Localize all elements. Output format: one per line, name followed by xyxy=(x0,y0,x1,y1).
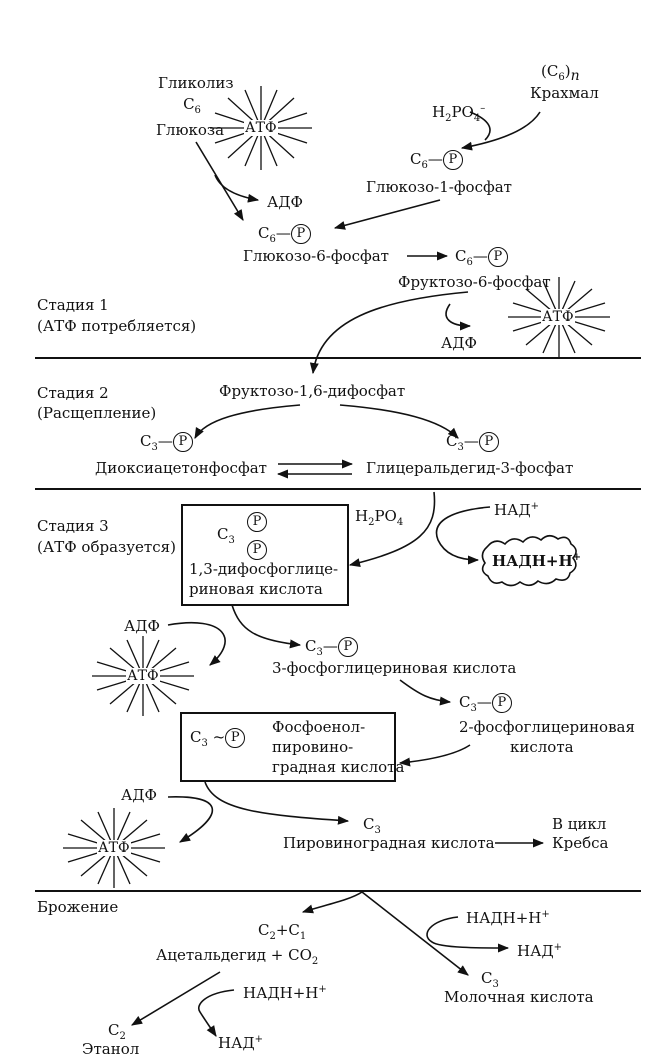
arrow-atp-adp-2 xyxy=(445,303,472,331)
g1p-formula: C6—P xyxy=(410,150,463,175)
phosphate-circle: P xyxy=(487,247,508,267)
arrow-glucose-g6p xyxy=(195,141,244,221)
adp-label-3: АДФ xyxy=(124,617,161,635)
adp-label-2: АДФ xyxy=(441,334,478,352)
phosphate-circle: P xyxy=(442,150,463,170)
arrow-3pg-2pg xyxy=(399,679,452,706)
arrow-adp-atp-1 xyxy=(167,621,226,666)
arrow-bpg-3pg xyxy=(231,604,302,649)
krebs-line2: Кребса xyxy=(552,834,609,852)
arrow-adp-atp-2 xyxy=(167,796,214,843)
adp-label-1: АДФ xyxy=(267,193,304,211)
phosphate-circle: P xyxy=(337,637,358,657)
dhap-formula: C3—P xyxy=(140,432,193,457)
arrow-g1p-g6p xyxy=(333,199,441,230)
phosphate-circle: P xyxy=(491,693,512,713)
phosphate-circle: P xyxy=(247,512,267,532)
lactic-label: Молочная кислота xyxy=(444,988,594,1006)
arrow-nadh-nad-2 xyxy=(198,989,235,1037)
adp-label-4: АДФ xyxy=(121,786,158,804)
f6p-label: Фруктозо-6-фосфат xyxy=(398,273,551,291)
arrow-atp-adp-1 xyxy=(214,174,260,203)
pg3-formula: C3—P xyxy=(305,637,358,662)
pep-line3: градная кислота xyxy=(272,758,405,776)
pg2-formula: C3—P xyxy=(459,693,512,718)
g1p-label: Глюкозо-1-фосфат xyxy=(366,178,512,196)
bpg-line2: риновая кислота xyxy=(189,580,323,598)
dhap-label: Диоксиацетонфосфат xyxy=(95,459,267,477)
pyruvate-label: Пировиноградная кислота xyxy=(283,834,495,852)
pyruvate-c3: C3 xyxy=(363,815,381,836)
nad-label-2: НАД+ xyxy=(517,942,563,960)
nadh-label-cloud: НАДН+Н+ xyxy=(492,552,582,570)
bpg-line1: 1,3-дифосфоглице- xyxy=(189,560,339,578)
starch-formula: (C6)n xyxy=(541,62,580,84)
pg2-line1: 2-фосфоглицериновая xyxy=(459,718,635,736)
glucose-label: Глюкоза xyxy=(156,121,225,139)
nadh-cloud xyxy=(481,534,577,587)
arrow-gap-bpg xyxy=(348,491,436,567)
atp-label-4: АТФ xyxy=(97,840,131,856)
stage2-title: Стадия 2 xyxy=(37,384,109,402)
acetaldehyde-label: Ацетальдегид + CO2 xyxy=(156,946,319,967)
pep-box: C3 ~P Фосфоенол- пировино- градная кисло… xyxy=(180,712,404,782)
c2c1-label: C2+C1 xyxy=(258,921,307,942)
stage1-title: Стадия 1 xyxy=(37,296,109,314)
arrow-f6p-f16dp xyxy=(309,291,469,375)
krebs-line1: В цикл xyxy=(552,815,607,833)
arrow-split-right xyxy=(339,404,459,439)
nadh-label-2: НАДН+Н+ xyxy=(243,984,327,1002)
nadh-label-1: НАДН+Н+ xyxy=(466,909,550,927)
atp-label-2: АТФ xyxy=(541,309,575,325)
glycolysis-title: Гликолиз xyxy=(158,74,234,92)
phosphate-input: H2PO4– xyxy=(432,103,486,124)
pep-line2: пировино- xyxy=(272,738,354,756)
pep-line1: Фосфоенол- xyxy=(272,718,366,736)
arrow-phosphate-in xyxy=(469,111,491,141)
phosphate-circle: P xyxy=(172,432,193,452)
phosphate-circle: P xyxy=(247,540,267,560)
stage2-subtitle: (Расщепление) xyxy=(37,404,157,422)
bpg-c3: C3 xyxy=(217,525,235,546)
arrow-acetaldehyde-ethanol xyxy=(131,971,221,1026)
arrow-nad-nadh xyxy=(435,506,491,565)
atp-label-3: АТФ xyxy=(126,668,160,684)
pep-c3: C3 ~P xyxy=(190,728,246,753)
h2po4-label: H2PO4 xyxy=(355,507,404,528)
bpg-box: C3 P P 1,3-дифосфоглице- риновая кислота xyxy=(181,504,349,606)
phosphate-circle: P xyxy=(478,432,499,452)
starch-label: Крахмал xyxy=(530,84,599,102)
stage3-subtitle: (АТФ образуется) xyxy=(37,538,176,556)
f16dp-label: Фруктозо-1,6-дифосфат xyxy=(219,382,406,400)
arrow-pep-pyruvate xyxy=(204,781,350,825)
f6p-formula: C6—P xyxy=(455,247,508,272)
arrow-ferm-left xyxy=(301,891,363,914)
gap-label: Глицеральдегид-3-фосфат xyxy=(366,459,574,477)
g6p-formula: C6—P xyxy=(258,224,311,249)
pg2-line2: кислота xyxy=(510,738,574,756)
ethanol-c2: C2 xyxy=(108,1021,126,1042)
g6p-label: Глюкозо-6-фосфат xyxy=(243,247,389,265)
fermentation-title: Брожение xyxy=(37,898,119,916)
lactic-c3: C3 xyxy=(481,969,499,990)
arrow-ferm-right xyxy=(361,891,469,976)
pg3-label: 3-фосфоглицериновая кислота xyxy=(272,659,517,677)
arrow-2pg-pep xyxy=(398,744,471,767)
nad-label-3: НАД+ xyxy=(218,1034,264,1052)
arrow-split-left xyxy=(194,404,301,439)
gap-formula: C3—P xyxy=(446,432,499,457)
ethanol-label: Этанол xyxy=(82,1040,140,1058)
atp-label-1: АТФ xyxy=(244,120,278,136)
nad-label-1: НАД+ xyxy=(494,501,540,519)
arrow-starch-g1p xyxy=(460,111,541,151)
phosphate-circle: P xyxy=(225,728,246,748)
arrow-nadh-nad-1 xyxy=(426,916,510,953)
stage3-title: Стадия 3 xyxy=(37,517,109,535)
phosphate-circle: P xyxy=(290,224,311,244)
glucose-c6: C6 xyxy=(183,95,201,116)
stage1-subtitle: (АТФ потребляется) xyxy=(37,317,197,335)
